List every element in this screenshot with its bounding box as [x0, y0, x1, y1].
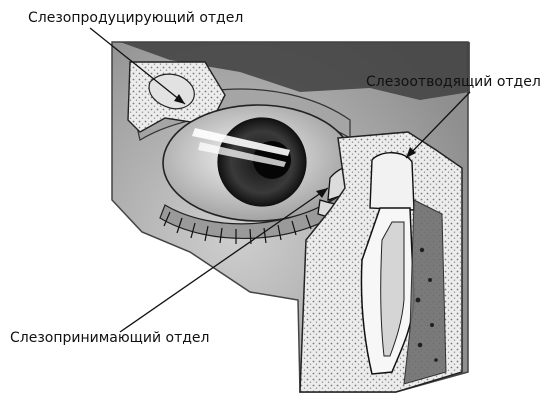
label-lacrimal-draining: Слезоотводящий отдел: [366, 74, 541, 90]
label-lacrimal-receiving: Слезопринимающий отдел: [10, 330, 209, 346]
label-lacrimal-producing: Слезопродуцирующий отдел: [28, 10, 243, 26]
lacrimal-sac: [370, 153, 414, 210]
